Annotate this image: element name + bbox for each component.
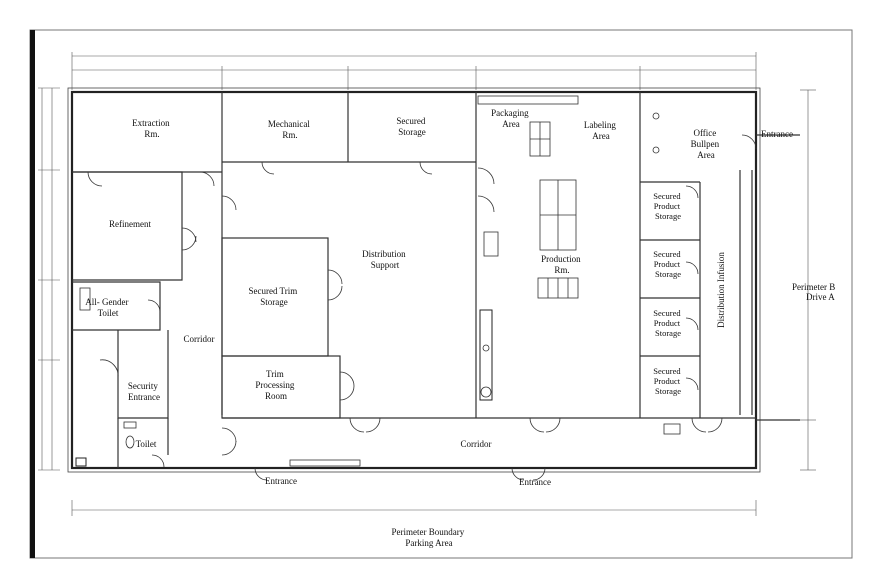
room-packaging-area: Packaging Area bbox=[491, 108, 531, 129]
room-corridor-south: Corridor bbox=[461, 439, 492, 449]
room-refinement: Refinement bbox=[109, 219, 151, 229]
room-distribution-infusion: Distribution Infusion bbox=[716, 252, 726, 328]
room-security-entrance: Security Entrance bbox=[128, 381, 160, 402]
entrance-east: Entrance bbox=[761, 129, 793, 139]
room-secured-product-storage-2: Secured Product Storage bbox=[653, 249, 683, 279]
room-labels: Extraction Rm. Mechanical Rm. Secured St… bbox=[85, 108, 726, 449]
room-corridor-west: Corridor bbox=[184, 334, 215, 344]
site-labels: Entrance Entrance Entrance Perimeter B D… bbox=[265, 129, 838, 548]
room-secured-product-storage-4: Secured Product Storage bbox=[653, 366, 683, 396]
room-labeling-area: Labeling Area bbox=[584, 120, 618, 141]
room-trim-processing: Trim Processing Room bbox=[255, 369, 296, 401]
entrance-south-west: Entrance bbox=[265, 476, 297, 486]
interior-walls bbox=[72, 92, 756, 468]
room-all-gender-toilet: All- Gender Toilet bbox=[85, 297, 130, 318]
sheet-border bbox=[29, 29, 853, 559]
room-toilet: Toilet bbox=[136, 439, 157, 449]
room-mechanical: Mechanical Rm. bbox=[268, 119, 312, 140]
door-swings bbox=[87, 134, 757, 481]
room-production: Production Rm. bbox=[541, 254, 583, 275]
perimeter-east-label: Perimeter B Drive A bbox=[792, 282, 838, 302]
perimeter-south-label: Perimeter Boundary Parking Area bbox=[392, 527, 467, 548]
dimension-lines bbox=[38, 52, 816, 516]
room-secured-trim-storage: Secured Trim Storage bbox=[248, 286, 299, 307]
fixtures bbox=[75, 95, 681, 467]
entrance-south-east: Entrance bbox=[519, 477, 551, 487]
sheet-binding-edge bbox=[30, 30, 35, 558]
room-secured-storage: Secured Storage bbox=[396, 116, 427, 137]
room-extraction: Extraction Rm. bbox=[132, 118, 172, 139]
room-secured-product-storage-3: Secured Product Storage bbox=[653, 308, 683, 338]
room-secured-product-storage-1: Secured Product Storage bbox=[653, 191, 683, 221]
room-office-bullpen: Office Bullpen Area bbox=[691, 128, 722, 160]
room-distribution-support: Distribution Support bbox=[362, 249, 408, 270]
